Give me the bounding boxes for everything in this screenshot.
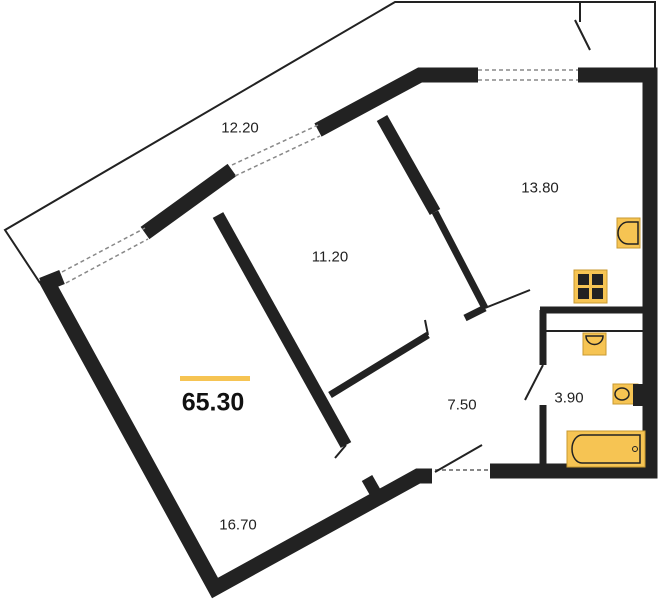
bathtub-icon xyxy=(566,430,646,468)
room-area-living-room: 16.70 xyxy=(219,516,257,534)
bathroom-sink-icon xyxy=(582,332,607,356)
doors xyxy=(334,19,591,473)
total-area: 65.30 xyxy=(181,388,245,417)
thin-walls xyxy=(328,210,650,470)
room-area-bedroom: 11.20 xyxy=(311,248,349,266)
total-area-accent-bar xyxy=(180,376,250,381)
toilet-icon xyxy=(612,383,645,406)
room-area-bathroom: 3.90 xyxy=(554,389,584,407)
windows xyxy=(61,69,578,284)
balcony-outline xyxy=(3,0,656,284)
kitchen-sink-icon xyxy=(616,217,641,249)
room-area-kitchen: 13.80 xyxy=(521,179,559,197)
room-area-balcony: 12.20 xyxy=(221,119,259,137)
interior-walls xyxy=(212,115,441,495)
stove-icon xyxy=(573,269,608,304)
outer-walls xyxy=(38,67,658,599)
room-area-hallway: 7.50 xyxy=(447,396,477,414)
